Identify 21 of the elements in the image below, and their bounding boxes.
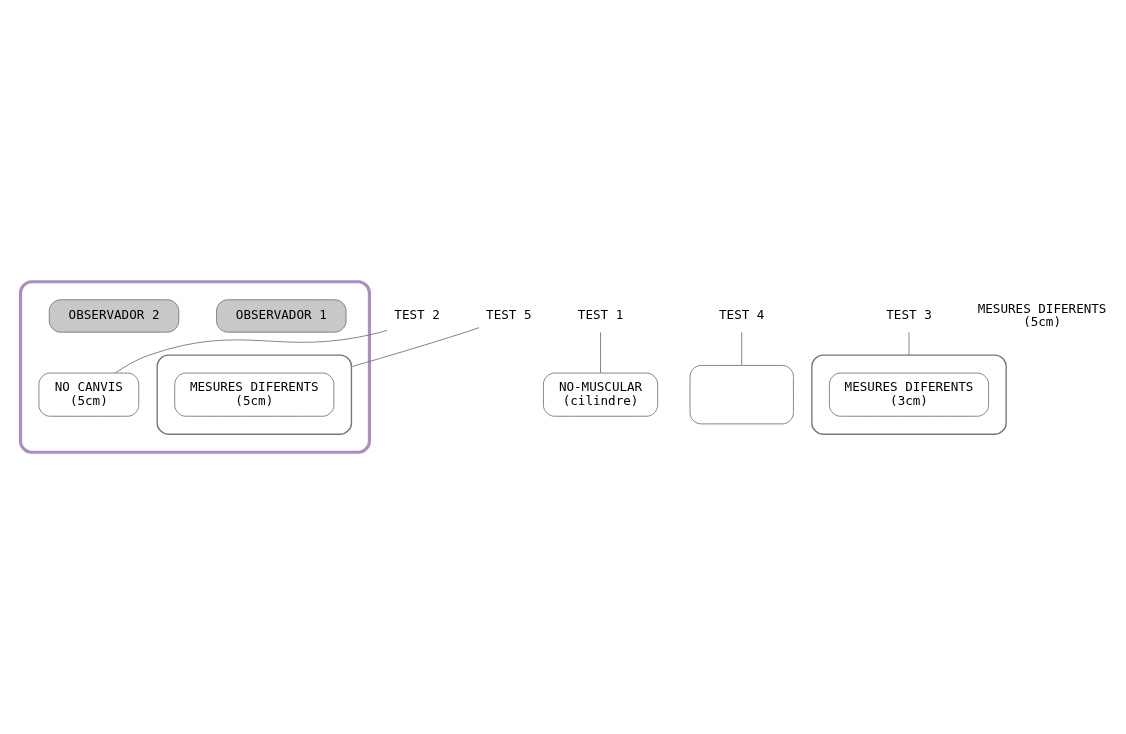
connector — [114, 329, 388, 374]
node-box: OBSERVADOR 1 — [216, 299, 347, 333]
node-box: OBSERVADOR 2 — [48, 299, 180, 333]
node-text: TEST 2 — [394, 307, 440, 323]
node-box: MESURES DIFERENTS (5cm) — [174, 372, 335, 417]
node-box: MESURES DIFERENTS (3cm) — [828, 372, 990, 417]
connector — [600, 331, 601, 374]
cluster — [18, 280, 371, 454]
cluster — [811, 354, 1007, 435]
node-text: MESURES DIFERENTS (5cm) — [977, 300, 1107, 330]
node-box — [689, 365, 794, 425]
cluster — [156, 354, 353, 435]
connector — [908, 331, 910, 356]
connector — [741, 331, 743, 366]
node-box: NO-MUSCULAR (cilindre) — [543, 372, 659, 417]
node-box: NO CANVIS (5cm) — [38, 372, 140, 417]
node-text: TEST 4 — [719, 307, 765, 323]
node-text: TEST 1 — [577, 307, 624, 323]
node-text: TEST 5 — [486, 307, 532, 323]
connector — [351, 327, 480, 368]
node-text: TEST 3 — [886, 307, 932, 323]
